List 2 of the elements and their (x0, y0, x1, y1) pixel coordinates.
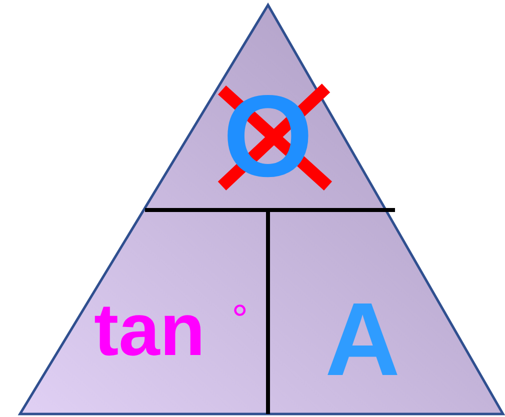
formula-symbol: tan $^{°}$ (86, 290, 256, 370)
formula-symbol: A (305, 285, 420, 395)
